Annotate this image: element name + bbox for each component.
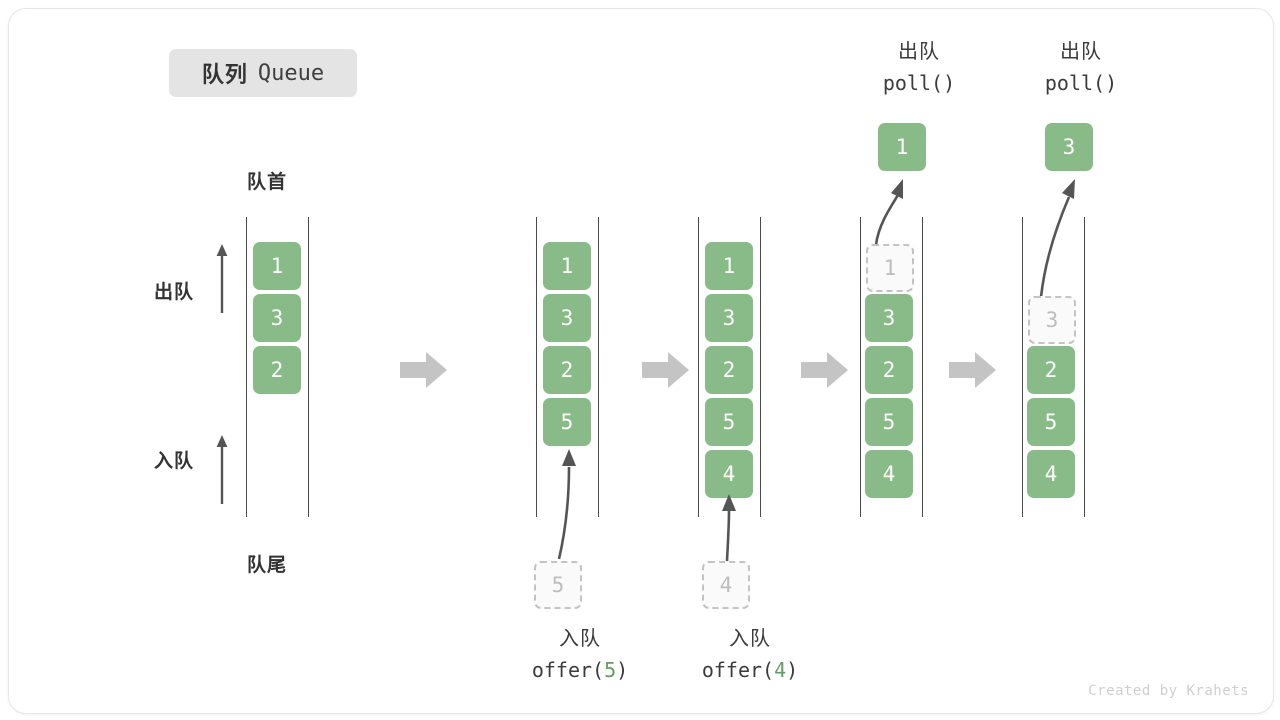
queue-rail-left-4 xyxy=(860,217,861,517)
stage-transition-arrow-icon xyxy=(400,352,447,388)
queue-rail-right-5 xyxy=(1084,217,1085,517)
queue-cell: 1 xyxy=(705,242,753,290)
dequeue-motion-arrow-icon xyxy=(1039,179,1075,298)
enqueue-side-label: 入队 xyxy=(154,451,195,472)
enqueue-motion-arrow-icon xyxy=(722,494,736,562)
poll1-caption-cn: 出队 xyxy=(898,41,940,63)
queue-rail-left-2 xyxy=(536,217,537,517)
offer5-caption-fn: offer(5) xyxy=(531,658,629,682)
offer4-caption-fn: offer(4) xyxy=(701,658,799,682)
queue-cell: 5 xyxy=(543,398,591,446)
queue-cell: 5 xyxy=(1027,398,1075,446)
queue-cell: 2 xyxy=(1027,346,1075,394)
poll2-caption-cn: 出队 xyxy=(1060,41,1102,63)
queue-cell-ghost: 3 xyxy=(1028,296,1076,344)
queue-cell: 2 xyxy=(543,346,591,394)
offer5-caption-cn: 入队 xyxy=(559,628,601,650)
enqueue-motion-arrow-icon xyxy=(557,449,576,560)
title-en: Queue xyxy=(257,60,325,86)
queue-cell: 3 xyxy=(543,294,591,342)
queue-cell: 1 xyxy=(253,242,301,290)
queue-tail-label: 队尾 xyxy=(247,555,288,576)
dequeue-arrow-icon xyxy=(216,244,228,313)
stage-transition-arrow-icon xyxy=(801,352,848,388)
poll1-caption-fn: poll() xyxy=(882,71,956,95)
poll2-caption-fn: poll() xyxy=(1044,71,1118,95)
stage-transition-arrow-icon xyxy=(642,352,689,388)
queue-rail-left-3 xyxy=(698,217,699,517)
queue-cell: 1 xyxy=(543,242,591,290)
queue-rail-right-3 xyxy=(760,217,761,517)
popped-cell: 1 xyxy=(878,123,926,171)
queue-rail-right-1 xyxy=(308,217,309,517)
popped-cell: 3 xyxy=(1045,123,1093,171)
queue-cell: 2 xyxy=(865,346,913,394)
queue-cell: 2 xyxy=(705,346,753,394)
queue-head-label: 队首 xyxy=(247,172,288,193)
queue-cell: 4 xyxy=(1027,450,1075,498)
diagram-card: 队列 Queue 队首 队尾 出队 入队 1 3 2 1 3 2 5 5 入队 … xyxy=(8,8,1274,714)
queue-cell: 4 xyxy=(865,450,913,498)
queue-rail-right-2 xyxy=(598,217,599,517)
queue-rail-right-4 xyxy=(922,217,923,517)
offer4-caption: 入队 offer(4) xyxy=(690,624,810,686)
incoming-ghost-cell: 5 xyxy=(534,561,582,609)
queue-cell: 5 xyxy=(705,398,753,446)
queue-cell: 3 xyxy=(705,294,753,342)
queue-rail-left-5 xyxy=(1022,217,1023,517)
offer5-caption: 入队 offer(5) xyxy=(520,624,640,686)
title-badge: 队列 Queue xyxy=(169,49,357,97)
watermark: Created by Krahets xyxy=(1088,683,1249,699)
queue-rail-left-1 xyxy=(246,217,247,517)
poll2-caption: 出队 poll() xyxy=(1016,37,1146,99)
offer4-caption-cn: 入队 xyxy=(729,628,771,650)
incoming-ghost-cell: 4 xyxy=(702,561,750,609)
queue-cell: 3 xyxy=(253,294,301,342)
queue-cell-ghost: 1 xyxy=(866,244,914,292)
queue-cell: 4 xyxy=(705,450,753,498)
queue-cell: 2 xyxy=(253,346,301,394)
dequeue-motion-arrow-icon xyxy=(874,179,903,246)
queue-cell: 3 xyxy=(865,294,913,342)
enqueue-arrow-icon xyxy=(216,435,228,504)
queue-cell: 5 xyxy=(865,398,913,446)
stage-transition-arrow-icon xyxy=(949,352,996,388)
dequeue-side-label: 出队 xyxy=(154,282,195,303)
title-cn: 队列 xyxy=(201,62,248,87)
poll1-caption: 出队 poll() xyxy=(854,37,984,99)
